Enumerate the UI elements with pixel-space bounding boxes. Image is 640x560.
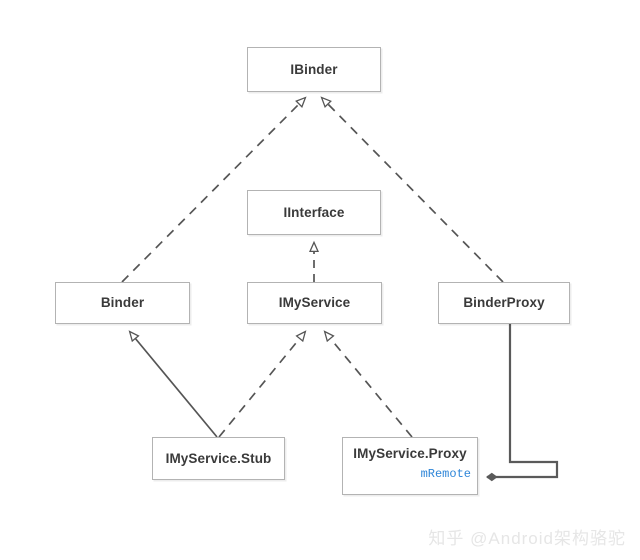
edge-proxy-to-imyservice xyxy=(323,330,413,438)
class-node-binder[interactable]: Binder xyxy=(55,282,190,324)
class-node-label: IInterface xyxy=(283,204,345,220)
class-node-label: IMyService.Proxy xyxy=(353,446,467,461)
class-node-label: IMyService xyxy=(278,295,351,311)
class-field-mremote: mRemote xyxy=(420,466,471,481)
class-node-label: BinderProxy xyxy=(463,295,545,311)
edge-binderproxy-to-proxy-mremote xyxy=(485,324,559,482)
class-node-ibinder[interactable]: IBinder xyxy=(247,47,381,92)
watermark-text: 知乎 @Android架构骆驼 xyxy=(428,529,626,548)
edge-stub-to-imyservice xyxy=(218,330,307,438)
edge-binderproxy-to-ibinder xyxy=(320,96,504,283)
class-node-binderproxy[interactable]: BinderProxy xyxy=(438,282,570,324)
class-node-label: IMyService.Stub xyxy=(165,450,272,466)
edge-stub-to-binder xyxy=(128,330,218,438)
class-node-imyservice[interactable]: IMyService xyxy=(247,282,382,324)
class-node-iinterface[interactable]: IInterface xyxy=(247,190,381,235)
class-node-label: Binder xyxy=(100,295,145,311)
edge-binder-to-ibinder xyxy=(121,96,307,283)
class-node-imyservice-stub[interactable]: IMyService.Stub xyxy=(152,437,285,480)
class-node-field-compartment: mRemote xyxy=(343,468,477,480)
class-node-label: IBinder xyxy=(290,61,338,77)
class-node-imyservice-proxy[interactable]: IMyService.Proxy mRemote xyxy=(342,437,478,495)
